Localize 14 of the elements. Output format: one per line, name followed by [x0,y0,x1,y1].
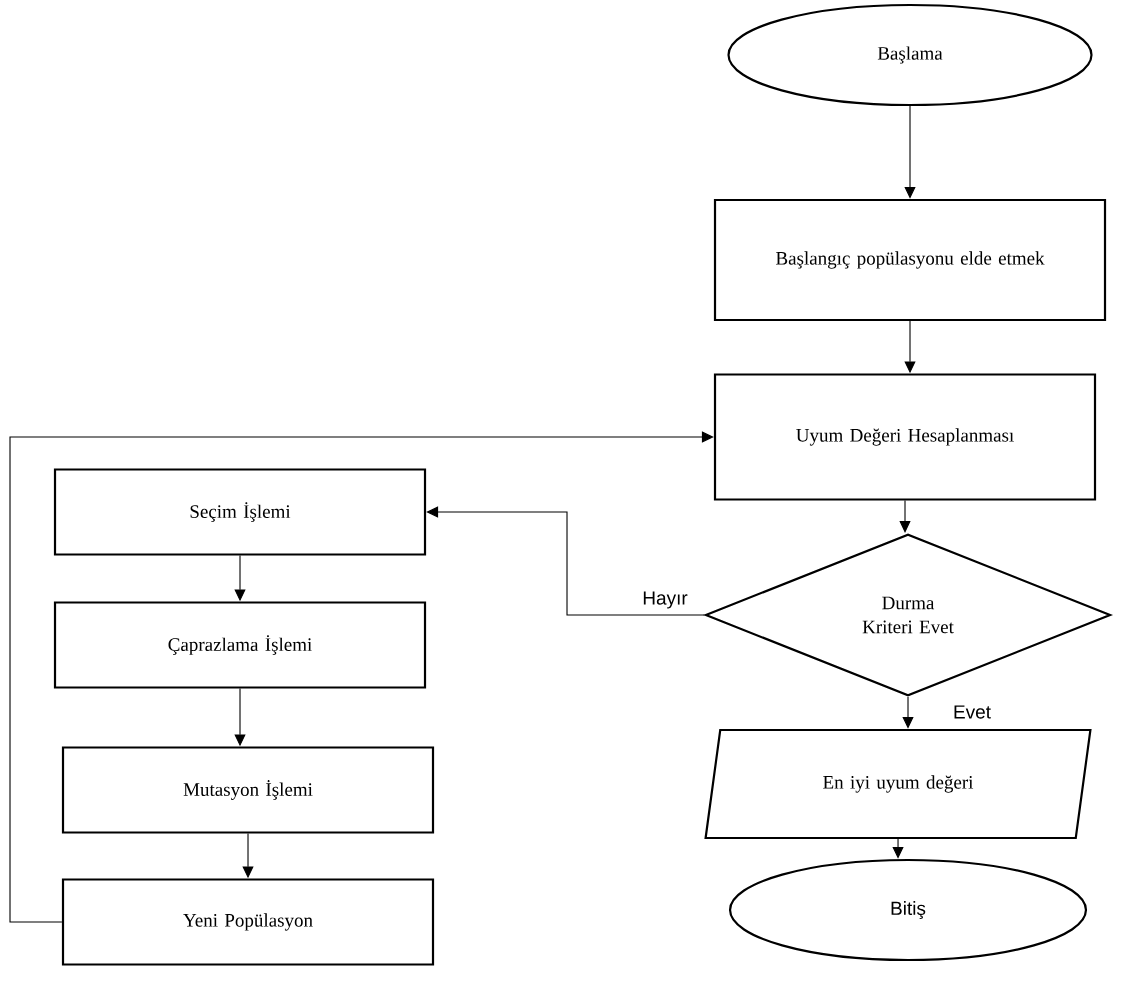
arrow [904,105,916,199]
process-box: Uyum Değeri Hesaplanması [713,373,1097,501]
arrow [892,838,904,859]
process-box: Çaprazlama İşlemi [53,601,427,689]
edge-label: Hayır [641,590,689,610]
process-box: Yeni Popülasyon [61,878,435,966]
process-box: Seçim İşlemi [53,468,427,556]
arrow [902,696,914,729]
data-parallelogram: En iyi uyum değeri [704,728,1092,840]
process-box: Başlangıç popülasyonu elde etmek [713,198,1107,322]
arrow [426,506,705,616]
arrow [9,431,714,923]
process-box: Mutasyon İşlemi [61,746,435,834]
edge-label: Evet [952,704,992,720]
